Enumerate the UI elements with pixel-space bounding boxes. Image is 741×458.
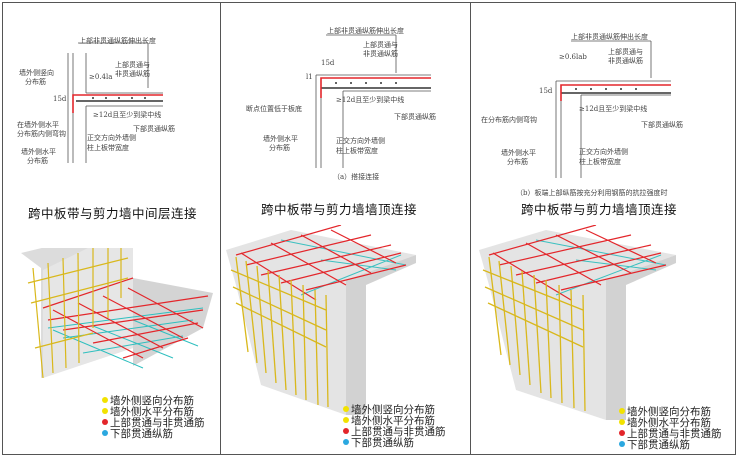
legend: 墙外侧竖向分布筋 墙外侧水平分布筋 上部贯通与非贯通筋 下部贯通纵筋 [619, 407, 722, 451]
label-width: 正交方向外墙侧 [336, 137, 385, 145]
panel-middle-floor: 上部非贯通纵筋伸出长度 上部贯通与 非贯通纵筋 ≥0.4la 墙外侧竖向 分布筋… [3, 3, 220, 453]
detail-drawing [315, 34, 431, 168]
label-12d: ≥12d且至少到梁中线 [336, 96, 405, 104]
label-break-point: 断点位置低于板底 [246, 105, 302, 113]
legend-label: 墙外侧水平分布筋 [351, 415, 435, 427]
legend-item: 下部贯通纵筋 [343, 438, 446, 449]
legend-item: 墙外侧水平分布筋 [343, 416, 446, 427]
label-hook-2: 分布筋内侧弯钩 [17, 130, 66, 138]
label-anchorage: ≥0.6lab [559, 53, 587, 61]
label-width-2: 柱上板带宽度 [336, 147, 378, 155]
sheet-frame [2, 2, 736, 455]
label-anchorage: ≥0.4la [89, 73, 113, 81]
panel-title: 跨中板带与剪力墙墙顶连接 [261, 202, 418, 217]
legend-label: 墙外侧竖向分布筋 [627, 406, 711, 418]
panel-wall-top-full-strength: 上部非贯通纵筋伸出长度 上部贯通与 非贯通纵筋 ≥0.6lab 15d ≥12d… [471, 3, 734, 453]
label-bottom-rebar: 下部贯通纵筋 [641, 121, 683, 129]
legend-label: 上部贯通与非贯通筋 [351, 426, 446, 438]
legend-label: 墙外侧竖向分布筋 [351, 404, 435, 416]
legend-label: 下部贯通纵筋 [627, 439, 690, 451]
label-12d: ≥12d且至少到梁中线 [579, 105, 648, 113]
legend-label: 下部贯通纵筋 [110, 428, 173, 440]
legend: 墙外侧竖向分布筋 墙外侧水平分布筋 上部贯通与非贯通筋 下部贯通纵筋 [102, 396, 205, 440]
label-top-rebar: 上部贯通与 [115, 61, 150, 69]
legend-label: 墙外侧水平分布筋 [627, 417, 711, 429]
legend-dot-icon [619, 430, 625, 436]
rebar-3d-model [479, 225, 676, 420]
legend-dot-icon [619, 408, 625, 414]
legend-dot-icon [343, 439, 349, 445]
label-top-rebar-2: 非贯通纵筋 [363, 50, 398, 58]
label-15d: 15d [53, 95, 67, 103]
legend-dot-icon [619, 441, 625, 447]
legend-item: 上部贯通与非贯通筋 [619, 429, 722, 440]
legend-item: 墙外侧竖向分布筋 [619, 407, 722, 418]
legend-dot-icon [102, 430, 108, 436]
label-l1: l1 [306, 73, 313, 81]
legend-dot-icon [102, 397, 108, 403]
legend: 墙外侧竖向分布筋 墙外侧水平分布筋 上部贯通与非贯通筋 下部贯通纵筋 [343, 405, 446, 449]
label-horizontal-rebar: 墙外侧水平 [501, 149, 536, 157]
label-horizontal-rebar: 墙外侧水平 [21, 148, 56, 156]
panel-divider [220, 2, 221, 454]
detail-caption: （b）板端上部纵筋按充分利用钢筋的抗拉强度时 [516, 189, 668, 197]
legend-label: 下部贯通纵筋 [351, 437, 414, 449]
label-hook: 在墙外侧水平 [17, 121, 59, 129]
detail-drawing [67, 42, 163, 163]
label-15d: 15d [321, 59, 335, 67]
legend-label: 墙外侧竖向分布筋 [110, 395, 194, 407]
legend-item: 下部贯通纵筋 [102, 429, 205, 440]
legend-label: 墙外侧水平分布筋 [110, 406, 194, 418]
label-top-rebar: 上部贯通与 [363, 41, 398, 49]
rebar-3d-model [226, 225, 416, 415]
label-top-rebar: 上部贯通与 [608, 48, 643, 56]
legend-dot-icon [102, 419, 108, 425]
label-bottom-rebar: 下部贯通纵筋 [394, 113, 436, 121]
detail-drawing [555, 40, 671, 178]
legend-item: 墙外侧水平分布筋 [102, 407, 205, 418]
label-width: 正交方向外墙侧 [579, 148, 628, 156]
label-hook: 在分布筋内侧弯钩 [481, 116, 537, 124]
label-width-2: 柱上板带宽度 [87, 144, 129, 152]
legend-item: 上部贯通与非贯通筋 [343, 427, 446, 438]
label-horizontal-rebar-2: 分布筋 [27, 157, 48, 165]
legend-dot-icon [102, 408, 108, 414]
legend-item: 下部贯通纵筋 [619, 440, 722, 451]
label-extension-length: 上部非贯通纵筋伸出长度 [327, 27, 404, 35]
rebar-3d-model [21, 248, 213, 379]
panel-wall-top-lap: 上部非贯通纵筋伸出长度 上部贯通与 非贯通纵筋 15d l1 ≥12d且至少到梁… [221, 3, 470, 453]
legend-dot-icon [343, 428, 349, 434]
label-vertical-rebar: 墙外侧竖向 [19, 69, 54, 77]
legend-dot-icon [343, 406, 349, 412]
legend-dot-icon [619, 419, 625, 425]
panel-title: 跨中板带与剪力墙中间层连接 [28, 206, 198, 221]
label-width: 正交方向外墙侧 [87, 134, 136, 142]
legend-label: 上部贯通与非贯通筋 [627, 428, 722, 440]
label-12d: ≥12d且至少到梁中线 [93, 111, 162, 119]
label-extension-length: 上部非贯通纵筋伸出长度 [79, 37, 156, 45]
label-vertical-rebar-2: 分布筋 [25, 78, 46, 86]
panel-divider [470, 2, 471, 454]
legend-dot-icon [343, 417, 349, 423]
legend-item: 墙外侧水平分布筋 [619, 418, 722, 429]
legend-item: 上部贯通与非贯通筋 [102, 418, 205, 429]
label-horizontal-rebar-2: 分布筋 [269, 144, 290, 152]
label-horizontal-rebar-2: 分布筋 [507, 158, 528, 166]
label-top-rebar-2: 非贯通纵筋 [608, 57, 643, 65]
legend-item: 墙外侧竖向分布筋 [343, 405, 446, 416]
legend-item: 墙外侧竖向分布筋 [102, 396, 205, 407]
panel-title: 跨中板带与剪力墙墙顶连接 [521, 202, 678, 217]
label-15d: 15d [539, 87, 553, 95]
label-top-rebar-2: 非贯通纵筋 [115, 70, 150, 78]
label-horizontal-rebar: 墙外侧水平 [263, 135, 298, 143]
label-width-2: 柱上板带宽度 [579, 158, 621, 166]
detail-caption: （a）搭接连接 [333, 173, 380, 181]
label-bottom-rebar: 下部贯通纵筋 [133, 125, 175, 133]
legend-label: 上部贯通与非贯通筋 [110, 417, 205, 429]
label-extension-length: 上部非贯通纵筋伸出长度 [571, 33, 648, 41]
